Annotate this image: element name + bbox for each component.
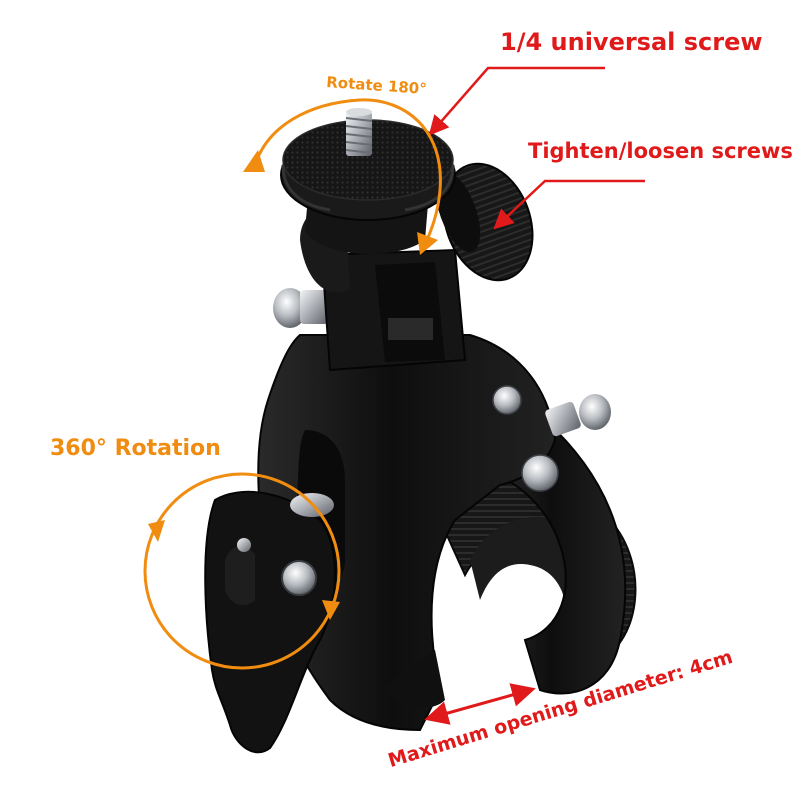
tilt-head [300,204,467,372]
lever-bolt [281,560,317,596]
rotation-360-circle [143,472,341,670]
acorn-nuts [273,288,611,492]
opening-arrow [424,683,536,725]
leader-universal-screw [428,66,605,136]
leader-tighten-loosen [493,179,645,230]
annotation-arrows [143,66,645,725]
quick-release-lever [204,490,336,754]
rotate-180-arc [253,98,442,246]
clamp-body [257,334,637,732]
threaded-stud [345,108,373,156]
label-universal-screw: 1/4 universal screw [500,28,763,56]
camera-mount-knob [280,108,456,255]
label-tighten-loosen: Tighten/loosen screws [528,139,793,163]
label-rotation-360: 360° Rotation [50,436,221,461]
